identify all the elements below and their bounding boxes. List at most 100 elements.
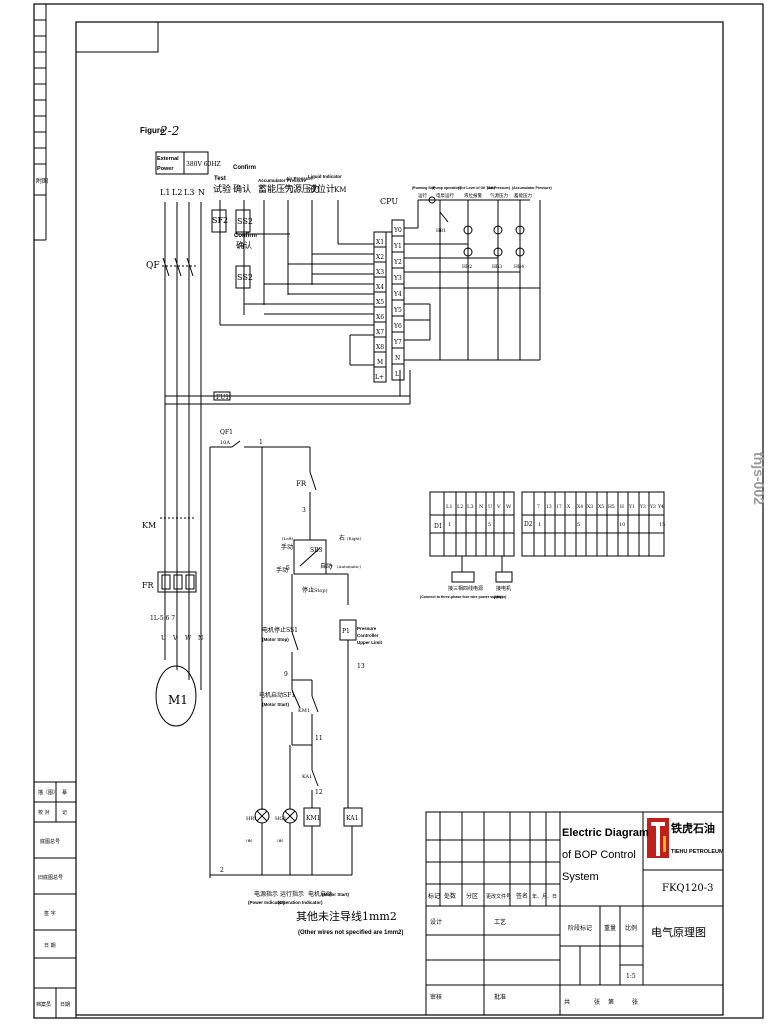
sheet-num-b: 张 — [632, 998, 638, 1006]
km-top-label: KM — [334, 186, 346, 194]
hg1-label: HG1 — [275, 816, 287, 822]
test-en: Test — [214, 176, 226, 182]
node-1: 1 — [259, 439, 263, 446]
motor-start-caption-en: (Motor Start) — [322, 892, 349, 897]
node-2: 2 — [220, 867, 224, 874]
hb2-label: HB2 — [462, 264, 472, 270]
pressure-switch-line1: Pressure — [357, 626, 377, 631]
d2-header: Y1 — [628, 504, 635, 510]
air-cn: 气源压力 — [284, 183, 320, 195]
hr1-symbol: (⊗) — [246, 838, 253, 843]
sheets-total-b: 张 — [594, 998, 600, 1006]
d2-header: H — [620, 504, 624, 510]
d1-label: D1 — [434, 523, 443, 530]
selector-auto-cn: 自动 — [320, 562, 332, 570]
motor-m1-label: M1 — [168, 693, 188, 707]
motor-terminal-u: U — [161, 635, 166, 642]
ka1-contact-label: KA1 — [302, 774, 312, 780]
d1-caption-en: (Connect to three-phase four wire power … — [420, 595, 504, 599]
plc-input: X3 — [376, 269, 384, 276]
plc-output: N — [395, 355, 400, 362]
motor-terminals-label: 1L-5 6 7 — [150, 615, 175, 622]
plc-output: Y6 — [393, 323, 402, 330]
qf-label: QF — [146, 261, 160, 271]
indicator5-cn: 蓄能压力 — [514, 192, 532, 199]
node-12: 12 — [315, 789, 323, 796]
d1-header: L2 — [457, 504, 464, 510]
hb3-label: HB3 — [492, 264, 502, 270]
indicator1-cn: 运行 — [418, 192, 427, 199]
figure-label: Figure — [140, 126, 165, 135]
left-panel-r6: 日 期 — [44, 943, 56, 949]
plc-input: M — [377, 359, 383, 366]
d2-header: X3 — [587, 504, 593, 510]
plc-output: Y2 — [393, 259, 402, 266]
selector-left-cn: 手动 — [276, 566, 288, 574]
indicator3-cn: 液位报警 — [464, 192, 482, 199]
node-13: 13 — [357, 663, 365, 670]
indicator2-en: (Pump operation) — [432, 186, 461, 190]
plc-input: X5 — [376, 299, 384, 306]
plc-input: X4 — [376, 284, 384, 291]
selector-stop-cn: 停止 — [302, 586, 314, 594]
wire-note-en: (Other wires not specified are 1mm2) — [298, 930, 403, 936]
plc-input: L+ — [375, 374, 384, 381]
test-cn: 试验 — [213, 183, 231, 195]
selector-name: SB3 — [310, 547, 323, 554]
d2-header: X4 — [577, 504, 583, 510]
company-name-en: TIEHU PETROLEUM — [671, 849, 724, 855]
motor-stop-cn: 电机停止SS1 — [262, 626, 298, 634]
left-panel-r7a: 档案员 — [36, 1001, 51, 1008]
d2-caption-cn: 接电机 — [496, 585, 511, 592]
sf2-label: SF2 — [212, 216, 228, 225]
motor-stop-en: (Motor Stop) — [262, 637, 289, 642]
qf1-rating: 10A — [220, 440, 230, 446]
power-box-spec: 380V 60HZ — [186, 161, 221, 168]
company-logo-icon — [647, 818, 669, 858]
plc-output: Y7 — [393, 339, 402, 346]
motor-start-caption-cn: 电机启动 — [308, 890, 332, 898]
node-11: 11 — [315, 735, 323, 742]
left-margin-label: 附图 — [36, 177, 48, 185]
d1-header: N — [479, 504, 484, 510]
indicator3-en: (The Level of Oil Tank) — [458, 186, 495, 190]
side-code-text: thjs-002 — [751, 452, 767, 505]
km1-coil-label: KM1 — [306, 815, 320, 822]
left-panel-r2a: 校 对 — [38, 809, 50, 816]
indicator5-en: (Accumulator Pressure) — [512, 186, 552, 190]
d2-header: Y4 — [657, 504, 664, 510]
header-sign: 签名 — [516, 892, 528, 900]
company-name-cn: 铁虎石油 — [671, 821, 715, 835]
review-label: 审核 — [430, 993, 442, 1001]
plc-input: X2 — [376, 254, 384, 261]
d2-cell: 15 — [659, 522, 665, 528]
cpu-label: CPU — [380, 197, 398, 206]
header-zone: 分区 — [466, 892, 478, 900]
header-date: 年、月、日 — [532, 893, 557, 900]
left-panel-r5: 签 字 — [44, 910, 56, 917]
d2-header: X — [567, 504, 571, 510]
qf1-name: QF1 — [220, 429, 233, 436]
plc-input: X1 — [376, 239, 384, 246]
title-line-3: System — [562, 871, 599, 883]
pressure-switch-name: P1 — [342, 628, 350, 635]
d2-header: X5 — [598, 504, 604, 510]
confirm-cn: 确认 — [233, 183, 251, 195]
plc-input: X6 — [376, 314, 384, 321]
d2-caption-en: (Motor) — [494, 595, 507, 599]
weight-label: 重量 — [604, 924, 616, 932]
selector-stop-en: (Stop) — [312, 587, 328, 594]
confirm2-cn: 确认 — [236, 240, 252, 250]
hg1-symbol: (⊗) — [277, 838, 284, 843]
header-mark: 标记 — [428, 892, 440, 900]
d1-cell: 5 — [488, 522, 491, 528]
indicator1-en: (Running Set) — [412, 186, 435, 190]
title-line-2: of BOP Control — [562, 849, 636, 861]
operation-indicator-en: (Operation Indicator) — [278, 900, 323, 905]
left-panel-r1b: 摹 — [62, 789, 67, 796]
phase-label-l3: L3 — [184, 188, 194, 197]
approve-label: 批准 — [494, 993, 506, 1001]
fr-motor-label: FR — [142, 581, 155, 590]
node-7: 7 — [329, 565, 333, 572]
drawing-number: FKQ120-3 — [662, 883, 713, 894]
